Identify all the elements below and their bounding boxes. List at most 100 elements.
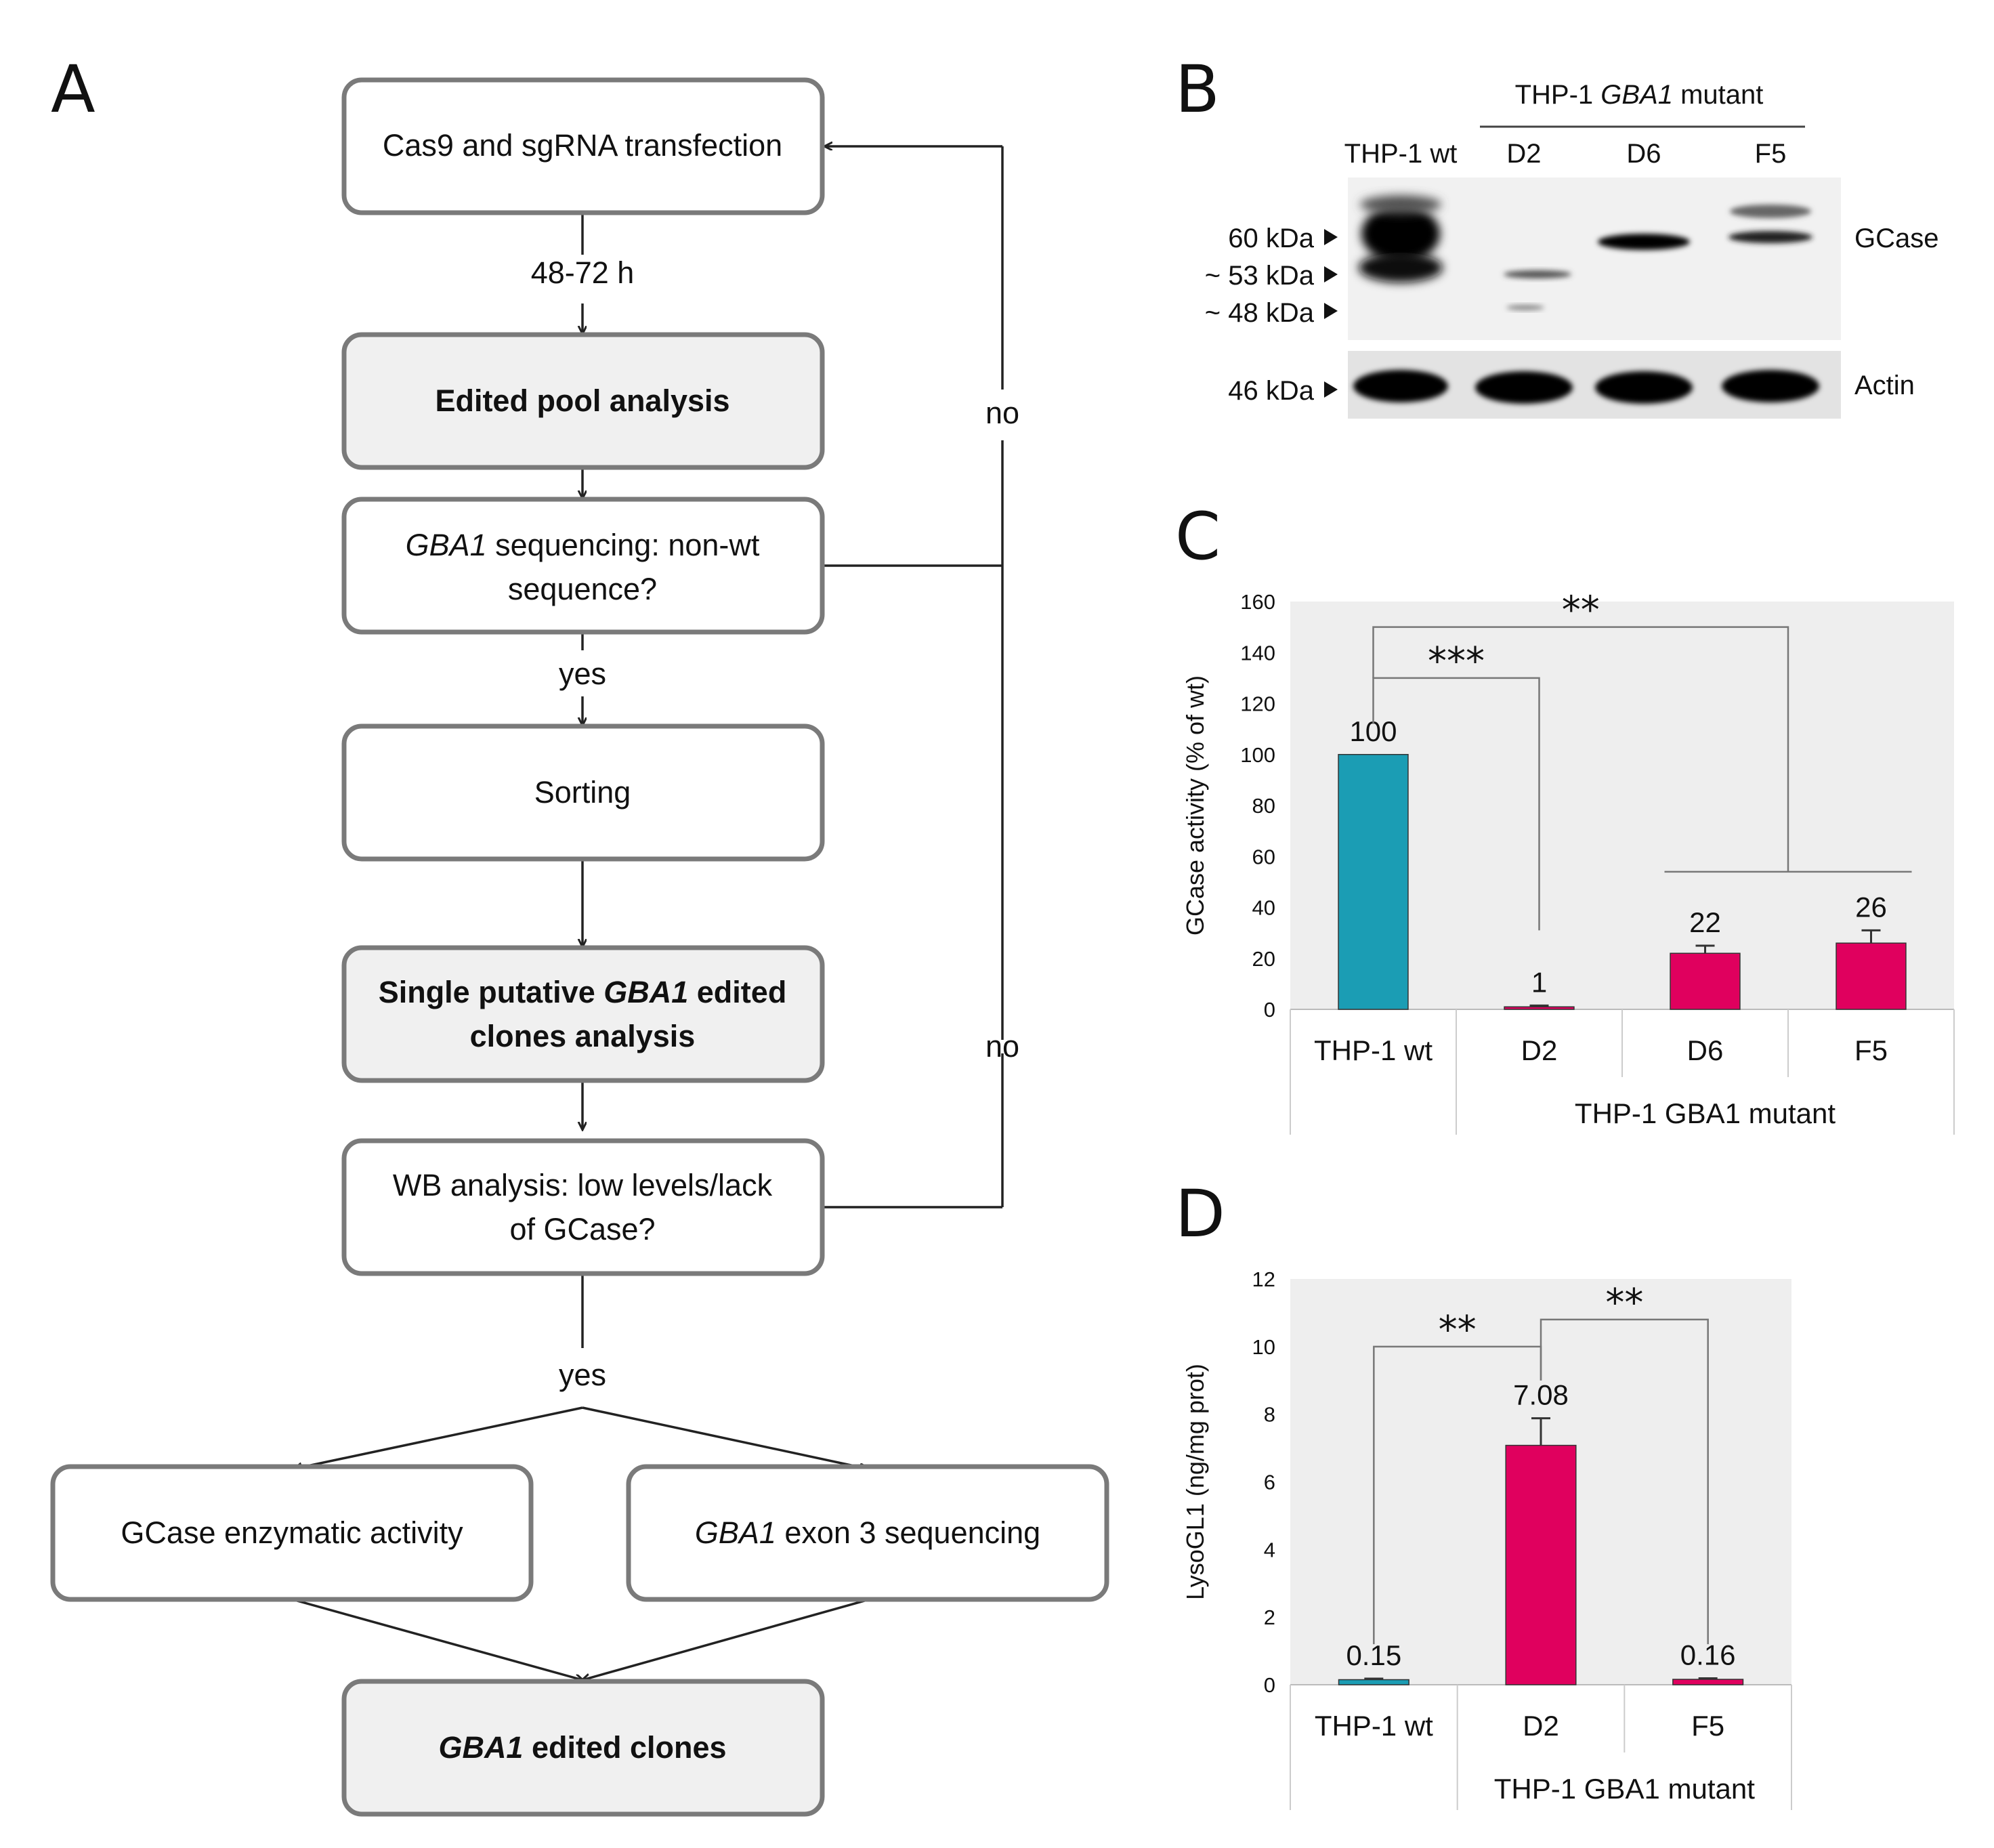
flow-no-label: no	[985, 1029, 1019, 1064]
data-label: 26	[1855, 891, 1887, 923]
flow-step-clone-analysis	[341, 945, 825, 1083]
data-label: 7.08	[1513, 1379, 1569, 1411]
y-tick-label: 6	[1264, 1471, 1275, 1494]
flow-step-clone-analysis-line2: clones analysis	[470, 1019, 696, 1053]
flow-step-pool-analysis-label: Edited pool analysis	[435, 383, 729, 418]
y-tick-label: 0	[1264, 1673, 1275, 1697]
flow-step-pool-analysis	[341, 332, 825, 470]
flow-step-sequencing-label-line1: GBA1 sequencing: non-wt	[406, 528, 760, 562]
flow-step-sequencing	[341, 497, 825, 635]
flow-step-transfection	[341, 77, 825, 215]
y-tick-label: 20	[1252, 947, 1275, 971]
wb-band	[1475, 371, 1573, 404]
wb-band	[1730, 205, 1811, 218]
wb-marker-label: ~ 48 kDa	[1205, 298, 1315, 328]
flow-step-edited-clones	[341, 1679, 825, 1817]
y-tick-label: 12	[1252, 1267, 1275, 1291]
y-tick-label: 0	[1264, 998, 1275, 1022]
connector-arrow	[582, 1599, 868, 1680]
flow-step-wb-analysis	[341, 1138, 825, 1276]
category-label: D2	[1521, 1034, 1558, 1066]
panel-label-c: C	[1175, 499, 1221, 574]
wb-band	[1506, 305, 1544, 310]
flow-step-wb-analysis-line1: WB analysis: low levels/lack	[393, 1168, 773, 1202]
data-label: 1	[1531, 966, 1547, 998]
flow-step-wb-analysis-line2: of GCase?	[509, 1212, 655, 1246]
wb-protein-label: GCase	[1854, 224, 1939, 253]
bar	[1338, 754, 1409, 1010]
flow-step-sorting	[341, 723, 825, 862]
wb-band	[1359, 253, 1443, 282]
flow-step-exon-sequencing-label: GBA1 exon 3 sequencing	[695, 1515, 1040, 1550]
wb-band	[1595, 371, 1693, 404]
wb-band	[1504, 270, 1571, 278]
group-label: THP-1 GBA1 mutant	[1494, 1773, 1755, 1805]
significance-stars: **	[1562, 589, 1600, 633]
wb-group-label: THP-1 GBA1 mutant	[1515, 80, 1764, 110]
y-tick-label: 4	[1264, 1538, 1275, 1561]
significance-stars: ***	[1428, 639, 1485, 684]
y-tick-label: 140	[1240, 641, 1275, 665]
wb-lane-label: F5	[1755, 139, 1787, 169]
flow-step-exon-sequencing	[626, 1464, 1109, 1602]
connector-arrow	[295, 1406, 583, 1469]
panel-label-b: B	[1175, 51, 1220, 127]
marker-arrow-icon	[1324, 229, 1338, 245]
flow-time-label: 48-72 h	[531, 255, 635, 290]
wb-band	[1361, 205, 1440, 262]
flow-step-transfection-label: Cas9 and sgRNA transfection	[383, 128, 782, 163]
significance-stars: **	[1439, 1308, 1477, 1352]
y-axis-label: LysoGL1 (ng/mg prot)	[1181, 1364, 1209, 1600]
y-tick-label: 80	[1252, 794, 1275, 818]
wb-band	[1360, 195, 1441, 214]
wb-lane-label: THP-1 wt	[1344, 139, 1458, 169]
y-axis-label: GCase activity (% of wt)	[1181, 675, 1209, 936]
connector-arrow	[582, 1406, 867, 1469]
wb-band	[1598, 234, 1690, 250]
wb-band	[1722, 370, 1819, 402]
flow-step-edited-clones-label: GBA1 edited clones	[438, 1730, 726, 1765]
category-label: THP-1 wt	[1314, 1034, 1433, 1066]
marker-arrow-icon	[1324, 381, 1338, 398]
y-tick-label: 10	[1252, 1335, 1275, 1359]
flow-no-label: no	[985, 396, 1019, 430]
marker-arrow-icon	[1324, 303, 1338, 319]
bar	[1504, 1006, 1575, 1010]
panel-label-d: D	[1175, 1176, 1225, 1252]
data-label: 0.16	[1680, 1639, 1736, 1671]
flow-yes-label: yes	[559, 656, 606, 691]
y-tick-label: 160	[1240, 590, 1275, 614]
y-tick-label: 40	[1252, 896, 1275, 920]
y-tick-label: 120	[1240, 692, 1275, 716]
wb-marker-label: 46 kDa	[1228, 376, 1314, 406]
significance-bracket	[1540, 1318, 1709, 1645]
category-label: F5	[1691, 1710, 1724, 1742]
flow-step-clone-analysis-line1: Single putative GBA1 edited	[379, 975, 787, 1009]
connector-arrow	[294, 1599, 582, 1680]
y-tick-label: 60	[1252, 845, 1275, 868]
category-label: D2	[1523, 1710, 1559, 1742]
flow-yes-label: yes	[559, 1358, 606, 1392]
significance-stars: **	[1605, 1281, 1643, 1325]
significance-bracket	[1372, 626, 1789, 872]
wb-band	[1728, 231, 1812, 243]
wb-marker-label: 60 kDa	[1228, 224, 1314, 253]
wb-marker-label: ~ 53 kDa	[1205, 261, 1315, 291]
wb-band	[1353, 370, 1448, 402]
wb-lane-label: D6	[1626, 139, 1661, 169]
bar	[1338, 1679, 1409, 1685]
data-label: 22	[1689, 906, 1721, 938]
category-label: F5	[1854, 1034, 1888, 1066]
flow-step-sequencing-label-line2: sequence?	[508, 572, 657, 606]
flow-step-sorting-label: Sorting	[534, 775, 631, 810]
flow-step-enzymatic-activity	[50, 1464, 534, 1602]
y-tick-label: 2	[1264, 1605, 1275, 1629]
bar	[1670, 952, 1741, 1010]
bar	[1836, 942, 1907, 1010]
significance-bracket	[1372, 677, 1540, 931]
bar	[1505, 1444, 1577, 1685]
panel-label-a: A	[51, 51, 96, 127]
